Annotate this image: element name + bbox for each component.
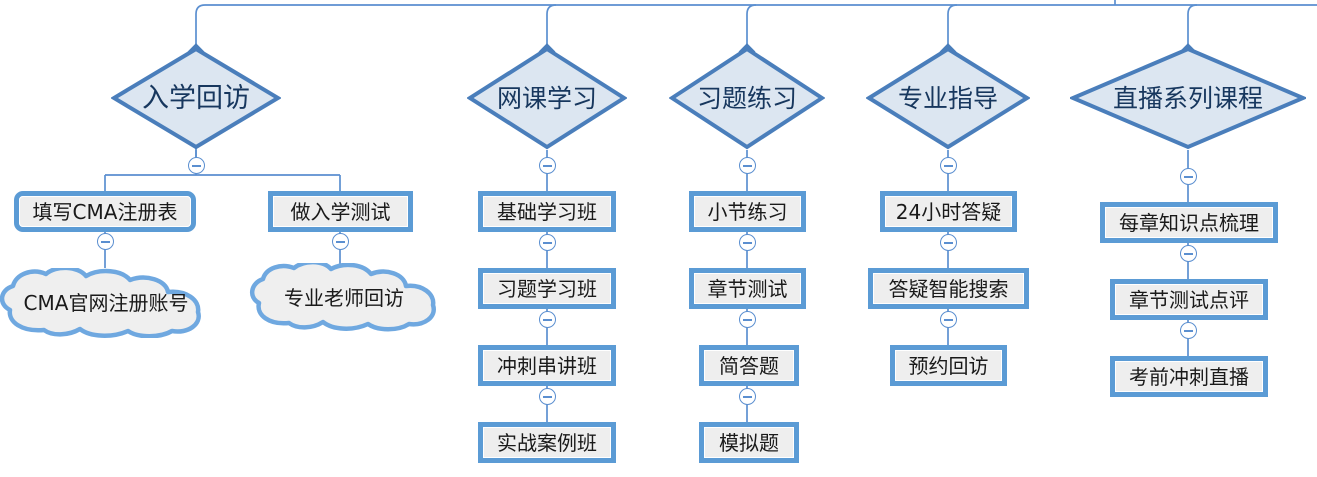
decision-zhibo-xilie-kecheng[interactable]: 直播系列课程 [1070, 46, 1306, 150]
process-label: 小节练习 [707, 199, 788, 224]
decision-xiti-lianxi[interactable]: 习题练习 [669, 46, 825, 150]
process-tianxie-cma-zhuceibiao[interactable]: 填写CMA注册表 [14, 191, 196, 232]
process-label: 预约回访 [908, 353, 989, 378]
collapse-minus-icon[interactable] [96, 233, 114, 250]
collapse-minus-icon[interactable] [1179, 245, 1197, 262]
collapse-minus-icon[interactable] [939, 311, 957, 328]
cloud-label: CMA官网注册账号 [23, 291, 189, 315]
process-jichu-xuexiban[interactable]: 基础学习班 [478, 191, 616, 232]
decision-label: 直播系列课程 [1112, 83, 1263, 113]
diamond-shape [467, 46, 627, 150]
diamond-shape [111, 46, 281, 150]
process-label: 答疑智能搜索 [888, 276, 1009, 301]
process-xiti-xuexiban[interactable]: 习题学习班 [478, 268, 616, 309]
process-xiaojie-lianxi[interactable]: 小节练习 [689, 191, 806, 232]
cloud-zhuanye-laoshi-huifang[interactable]: 专业老师回访 [249, 263, 439, 333]
decision-label: 入学回访 [142, 82, 250, 114]
cloud-shape [0, 268, 201, 338]
process-label: 章节测试 [707, 276, 788, 301]
process-shizhan-anliban[interactable]: 实战案例班 [478, 422, 616, 463]
process-moni-ti[interactable]: 模拟题 [699, 422, 799, 463]
process-label: 24小时答疑 [895, 199, 1002, 224]
cloud-shape [250, 263, 436, 332]
process-label: 模拟题 [719, 430, 779, 455]
process-24-xiaoshi-dayi[interactable]: 24小时答疑 [880, 191, 1017, 232]
process-label: 实战案例班 [497, 430, 597, 455]
diamond-shape [866, 46, 1030, 150]
collapse-minus-icon[interactable] [1179, 168, 1197, 185]
decision-ruxue-huifang[interactable]: 入学回访 [111, 46, 281, 150]
process-chongci-chuanjiangban[interactable]: 冲刺串讲班 [478, 345, 616, 386]
process-kaoqian-chongci-zhibo[interactable]: 考前冲刺直播 [1110, 356, 1268, 397]
decision-label: 专业指导 [897, 83, 998, 113]
process-label: 每章知识点梳理 [1119, 210, 1259, 235]
process-yuyue-huifang[interactable]: 预约回访 [890, 345, 1007, 386]
collapse-minus-icon[interactable] [187, 157, 205, 174]
cloud-cma-guanwang-zhuce-zhanghao[interactable]: CMA官网注册账号 [0, 268, 212, 338]
collapse-minus-icon[interactable] [538, 157, 556, 174]
process-label: 习题学习班 [497, 276, 597, 301]
collapse-minus-icon[interactable] [331, 233, 349, 250]
process-label: 基础学习班 [497, 199, 597, 224]
process-label: 章节测试点评 [1129, 287, 1249, 312]
diamond-shape [669, 46, 825, 150]
collapse-minus-icon[interactable] [538, 388, 556, 405]
process-label: 简答题 [719, 353, 779, 378]
collapse-minus-icon[interactable] [738, 388, 756, 405]
collapse-minus-icon[interactable] [939, 234, 957, 251]
diamond-shape [1070, 46, 1306, 150]
collapse-minus-icon[interactable] [738, 157, 756, 174]
process-label: 考前冲刺直播 [1129, 364, 1249, 389]
collapse-minus-icon[interactable] [538, 234, 556, 251]
collapse-minus-icon[interactable] [738, 311, 756, 328]
collapse-minus-icon[interactable] [538, 311, 556, 328]
decision-label: 习题练习 [696, 83, 797, 113]
process-jianda-ti[interactable]: 简答题 [699, 345, 799, 386]
process-zuo-ruxue-ceshi[interactable]: 做入学测试 [268, 191, 413, 232]
cloud-label: 专业老师回访 [284, 286, 404, 310]
process-label: 填写CMA注册表 [32, 199, 178, 224]
collapse-minus-icon[interactable] [939, 157, 957, 174]
process-label: 做入学测试 [290, 199, 391, 224]
process-dayi-zhineng-sousuo[interactable]: 答疑智能搜索 [868, 268, 1029, 309]
process-zhangjie-ceshi-dianping[interactable]: 章节测试点评 [1110, 279, 1268, 320]
decision-zhuanye-zhidao[interactable]: 专业指导 [866, 46, 1030, 150]
decision-label: 网课学习 [496, 83, 597, 113]
process-zhangjie-ceshi[interactable]: 章节测试 [689, 268, 806, 309]
collapse-minus-icon[interactable] [738, 234, 756, 251]
process-meizhang-zhishidian-shuli[interactable]: 每章知识点梳理 [1100, 202, 1278, 243]
collapse-minus-icon[interactable] [1179, 322, 1197, 339]
decision-wangke-xuexi[interactable]: 网课学习 [467, 46, 627, 150]
process-label: 冲刺串讲班 [497, 353, 597, 378]
